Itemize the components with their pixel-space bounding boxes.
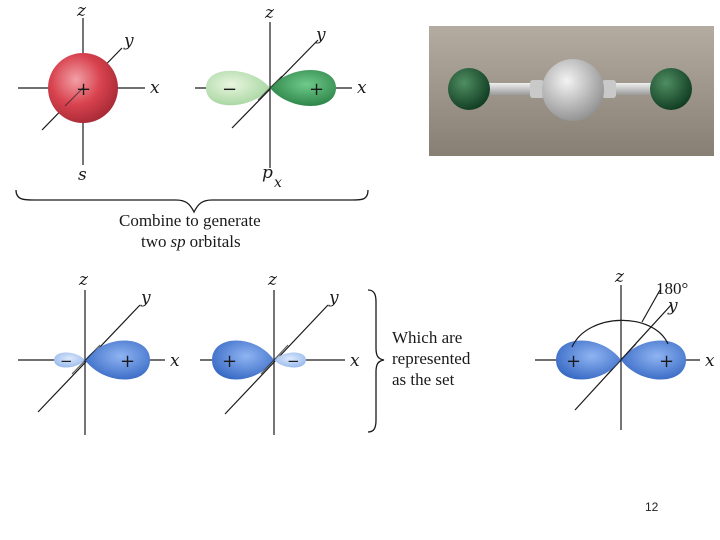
minus-sign: − [222,79,237,100]
z-label: z [614,267,625,287]
sp-large-lobe [85,340,150,380]
caption-line1: Combine to generate [119,211,261,230]
plus-sign-right: + [659,351,674,372]
z-label: z [267,270,278,290]
p-lobe-positive [270,70,336,106]
sp-lobe-left [556,340,621,380]
x-label: x [357,78,367,98]
y-label: y [123,31,134,51]
minus-sign: − [60,352,73,370]
y-label: y [667,296,678,316]
angle-leader [641,289,661,323]
minus-sign: − [287,352,300,370]
y-label: y [140,288,151,308]
sp-large-lobe [212,340,274,380]
y-label: y [328,288,339,308]
page-number: 12 [645,500,659,514]
px-orbital-figure: − + z y x p x [195,3,367,191]
sp-small-lobe [54,352,85,368]
which-line3: as the set [392,370,455,389]
hydrogen-atom-left [448,68,490,110]
beryllium-atom [542,59,604,121]
x-label: x [150,78,160,98]
s-label: s [78,165,87,185]
s-orbital-figure: + z y x s [18,1,160,185]
sp-small-lobe [274,352,306,368]
which-line2: represented [392,349,471,368]
p-lobe-negative [206,70,270,106]
combine-brace [15,189,369,214]
set-brace [367,289,385,433]
plus-sign: + [222,351,237,372]
plus-sign: + [309,79,324,100]
y-label: y [315,25,326,45]
sp-set-figure: + + z y x 180° [535,267,715,430]
p-subscript: x [274,175,282,191]
angle-label: 180° [656,279,688,298]
hydrogen-atom-right [650,68,692,110]
p-label: p [262,163,273,183]
x-label: x [705,351,715,371]
plus-sign: + [76,79,91,100]
x-label: x [350,351,360,371]
sp-orbital-2-figure: + − z y x [200,270,360,435]
z-label: z [78,270,89,290]
sp-orbital-1-figure: − + z y x [18,270,180,435]
which-line1: Which are [392,328,462,347]
sp-lobe-right [621,340,686,380]
plus-sign-left: + [566,351,581,372]
plus-sign: + [120,351,135,372]
z-label: z [76,1,87,21]
x-label: x [170,351,180,371]
angle-arc [571,319,669,348]
z-label: z [264,3,275,23]
beh2-model-photo [429,26,714,156]
